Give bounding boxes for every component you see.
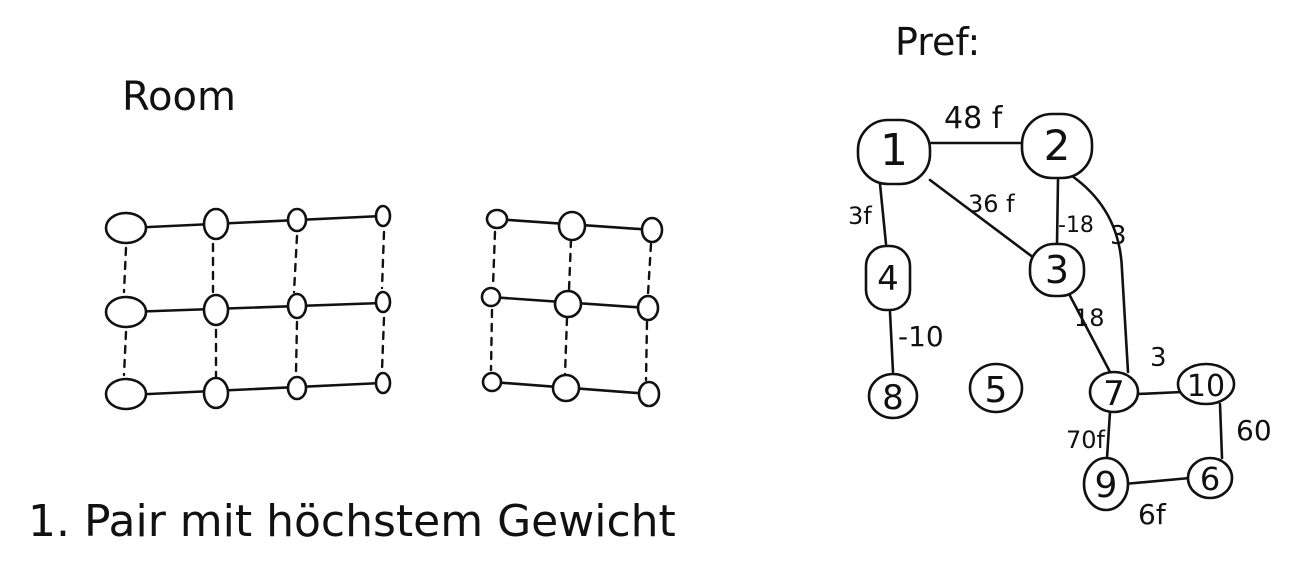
svg-text:5: 5 <box>985 370 1008 411</box>
node-1: 1 <box>856 118 932 186</box>
edge-9-6 <box>1122 476 1192 486</box>
grid-dash <box>646 242 653 296</box>
edge-label-2-7: 3 <box>1110 221 1127 251</box>
svg-text:6: 6 <box>1200 460 1220 498</box>
edge-4-8 <box>888 310 895 374</box>
node-8: 8 <box>867 372 919 420</box>
svg-text:8: 8 <box>882 378 904 418</box>
edge-label-1-4: 3f <box>848 202 872 230</box>
grid-node <box>202 293 230 327</box>
grid-node <box>485 208 509 230</box>
grid-node <box>286 292 308 320</box>
room-grid-large <box>104 204 392 411</box>
edge-10-6 <box>1218 402 1224 460</box>
edge-label-7-9: 70f <box>1066 426 1106 454</box>
node-4: 4 <box>864 244 912 312</box>
pref-graph: 1 2 3 4 5 6 7 8 <box>848 101 1272 531</box>
edge-1-3 <box>928 178 1036 260</box>
edge-label-10-6: 60 <box>1236 414 1272 447</box>
grid-dash <box>489 308 494 372</box>
node-9: 9 <box>1082 456 1130 512</box>
node-6: 6 <box>1186 456 1234 500</box>
svg-text:3: 3 <box>1045 248 1069 292</box>
svg-text:4: 4 <box>877 259 899 299</box>
grid-node <box>202 376 230 410</box>
caption: 1. Pair mit höchstem Gewicht <box>28 496 676 547</box>
grid-dash <box>292 234 299 294</box>
svg-text:9: 9 <box>1095 465 1118 506</box>
edge-7-9 <box>1105 410 1112 460</box>
svg-text:1: 1 <box>880 125 908 176</box>
svg-text:2: 2 <box>1044 121 1071 170</box>
edge-7-10 <box>1136 390 1184 396</box>
node-10: 10 <box>1176 362 1236 406</box>
grid-node <box>374 371 392 395</box>
edge-1-4 <box>878 182 888 246</box>
grid-dash <box>491 230 497 288</box>
grid-line <box>126 214 384 230</box>
grid-dash <box>644 320 649 382</box>
edge-label-4-8: -10 <box>898 320 944 353</box>
node-5: 5 <box>968 362 1024 414</box>
grid-node <box>553 289 583 319</box>
grid-node <box>551 373 581 403</box>
grid-node <box>557 210 587 242</box>
grid-dash <box>122 330 128 377</box>
edge-label-1-2: 48 f <box>944 101 1004 136</box>
pref-title: Pref: <box>895 20 980 64</box>
grid-dash <box>380 230 386 290</box>
edge-3-7 <box>1066 290 1112 374</box>
node-3: 3 <box>1028 242 1086 298</box>
svg-text:7: 7 <box>1103 374 1125 414</box>
svg-text:10: 10 <box>1187 369 1225 404</box>
grid-node <box>104 295 148 329</box>
edge-2-3 <box>1055 178 1060 246</box>
grid-node <box>104 377 148 411</box>
grid-dash <box>563 316 569 376</box>
grid-node <box>636 294 660 322</box>
edge-label-2-3: -18 <box>1058 213 1094 238</box>
edge-label-3-7: 18 <box>1074 304 1105 332</box>
node-7: 7 <box>1088 370 1140 414</box>
grid-node <box>640 216 664 244</box>
grid-node <box>637 380 661 408</box>
grid-node <box>374 204 392 228</box>
room-grid-small <box>480 208 664 408</box>
grid-line <box>126 301 384 314</box>
room-title: Room <box>122 74 236 120</box>
grid-dash <box>380 316 386 372</box>
grid-node <box>481 371 503 393</box>
node-2: 2 <box>1020 112 1094 180</box>
edge-2-7 <box>1070 174 1130 374</box>
grid-node <box>480 286 502 308</box>
edge-label-7-10: 3 <box>1150 343 1167 373</box>
grid-node <box>104 211 148 245</box>
grid-node <box>286 207 308 233</box>
edge-label-9-6: 6f <box>1138 498 1167 531</box>
grid-dash <box>567 238 573 292</box>
grid-node <box>374 290 392 314</box>
grid-node <box>202 207 230 241</box>
grid-node <box>286 375 308 401</box>
grid-dash <box>122 246 128 294</box>
edge-label-1-3: 36 f <box>968 190 1015 218</box>
grid-line <box>126 381 384 397</box>
grid-dash <box>294 320 299 374</box>
